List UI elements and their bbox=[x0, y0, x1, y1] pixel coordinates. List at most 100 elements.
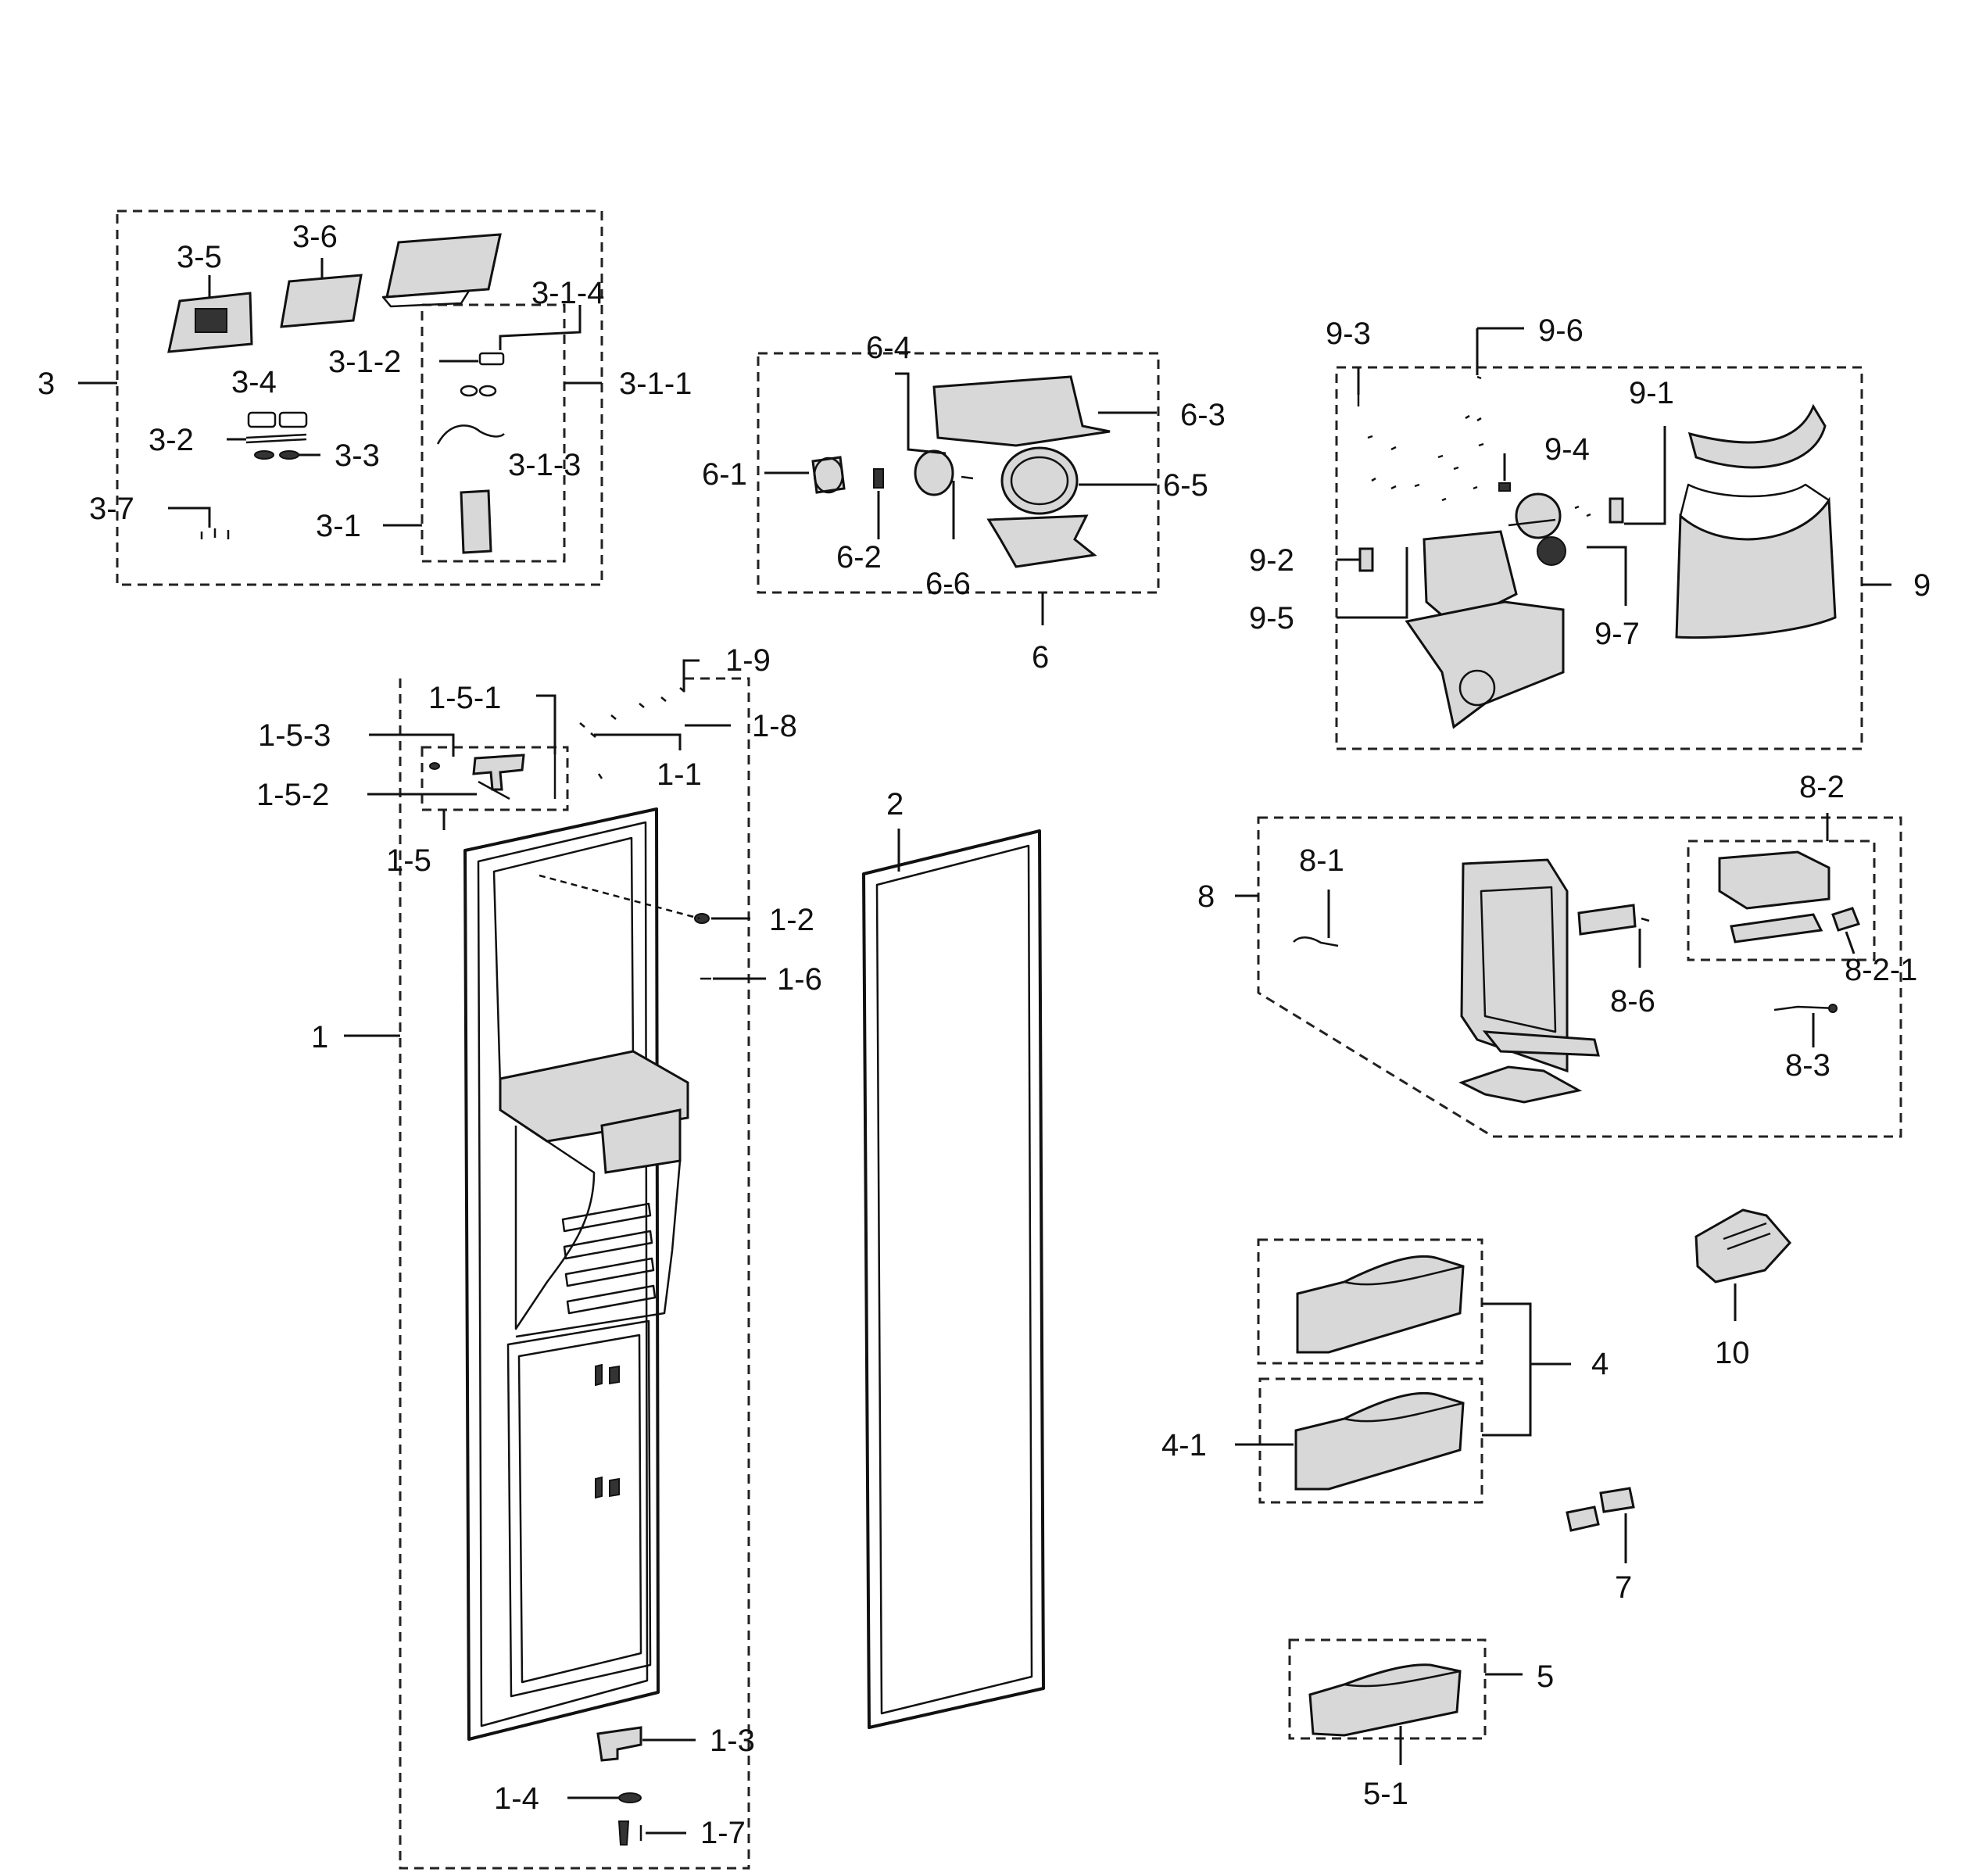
part-3-4-a bbox=[247, 411, 277, 428]
callout-2: 2 bbox=[886, 787, 904, 822]
part-1-lower-inner bbox=[517, 1334, 642, 1684]
part-8-2-rail bbox=[1730, 913, 1823, 943]
group-3-box bbox=[116, 209, 603, 586]
part-1-5-3-hinge bbox=[472, 754, 525, 791]
callout-5: 5 bbox=[1537, 1659, 1554, 1694]
callout-9-5: 9-5 bbox=[1249, 601, 1294, 635]
part-9-1-clip bbox=[1609, 497, 1624, 524]
callout-6-6: 6-6 bbox=[925, 567, 971, 601]
group-8-assembly: 8-2 8-1 8 8-2-1 8-6 8-3 bbox=[1197, 770, 1917, 1138]
callout-1-5-2: 1-5-2 bbox=[256, 778, 329, 812]
part-3-2 bbox=[245, 433, 307, 439]
leader-4-bracket bbox=[1482, 1302, 1571, 1437]
part-5-1-bin-rim bbox=[1344, 1670, 1461, 1688]
leader-1-5-1 bbox=[536, 694, 556, 754]
part-1-door-liner-inner bbox=[477, 821, 649, 1727]
part-1-7-screw bbox=[617, 1821, 630, 1846]
part-7-group: 7 bbox=[1566, 1487, 1635, 1605]
part-3-2b bbox=[245, 438, 307, 444]
group-6-box bbox=[757, 352, 1160, 594]
callout-4: 4 bbox=[1591, 1347, 1609, 1381]
part-8-3-wire bbox=[1773, 1005, 1838, 1011]
leader-9-7 bbox=[1587, 546, 1627, 606]
leader-3-1-4 bbox=[499, 305, 582, 350]
part-8-2-module bbox=[1718, 850, 1830, 910]
part-1-vents bbox=[561, 1202, 657, 1315]
callout-3-5: 3-5 bbox=[177, 240, 222, 274]
leader-9-5 bbox=[1337, 547, 1408, 619]
callout-9-1: 9-1 bbox=[1629, 376, 1674, 410]
callout-8-6: 8-6 bbox=[1610, 984, 1655, 1019]
callout-6: 6 bbox=[1032, 640, 1049, 675]
callout-5-1: 5-1 bbox=[1363, 1777, 1408, 1811]
leader-9-6 bbox=[1476, 327, 1524, 375]
part-8-icemaker-inner bbox=[1480, 886, 1557, 1033]
part-1-dashed-guide bbox=[539, 874, 700, 920]
part-1-3-hinge bbox=[596, 1726, 642, 1762]
part-9-4-cap bbox=[1498, 482, 1511, 492]
callout-1-5-3: 1-5-3 bbox=[258, 718, 331, 753]
part-6-2-connector bbox=[873, 468, 884, 489]
part-1-5-2-rod bbox=[478, 780, 510, 800]
part-5-1-bin bbox=[1308, 1663, 1462, 1737]
part-1-door-liner-outer bbox=[463, 807, 660, 1741]
callout-8-2: 8-2 bbox=[1799, 770, 1845, 804]
part-1-screws bbox=[579, 687, 685, 779]
part-1-4-washer bbox=[618, 1792, 642, 1803]
part-3-1-bushing-a bbox=[460, 385, 478, 397]
callout-1-1: 1-1 bbox=[657, 757, 702, 792]
part-6-1-face bbox=[813, 456, 844, 494]
callout-1-5-1: 1-5-1 bbox=[428, 681, 501, 715]
group-4-top-box bbox=[1257, 1238, 1483, 1365]
part-1-upper-recess bbox=[492, 836, 635, 1088]
part-2-gasket-group: 2 bbox=[862, 787, 1045, 1729]
part-3-1-2 bbox=[478, 352, 505, 366]
callout-3-2: 3-2 bbox=[149, 423, 194, 457]
part-8-2-1-chip bbox=[1831, 907, 1860, 932]
part-1-dispenser-body bbox=[514, 1126, 596, 1330]
callout-1-7: 1-7 bbox=[700, 1816, 746, 1850]
part-7-cap-a bbox=[1566, 1505, 1600, 1532]
group-8-box bbox=[1257, 816, 1902, 1138]
callout-3-1: 3-1 bbox=[316, 509, 361, 543]
callout-9-2: 9-2 bbox=[1249, 543, 1294, 578]
callout-1-5: 1-5 bbox=[386, 843, 431, 878]
leader-6-4 bbox=[895, 372, 947, 455]
leader-3-7 bbox=[168, 507, 211, 528]
callout-1-2: 1-2 bbox=[769, 903, 814, 937]
callout-6-1: 6-1 bbox=[702, 457, 747, 492]
part-1-clips bbox=[595, 1363, 620, 1499]
callout-3-1-3: 3-1-3 bbox=[508, 448, 581, 482]
group-3-1-1-box bbox=[420, 303, 566, 563]
group-1-5-box bbox=[420, 746, 569, 811]
callout-3: 3 bbox=[38, 367, 55, 401]
part-10-slots bbox=[1723, 1222, 1771, 1251]
callout-1-4: 1-4 bbox=[494, 1781, 539, 1816]
callout-9-7: 9-7 bbox=[1594, 617, 1640, 651]
callout-9-6: 9-6 bbox=[1538, 313, 1584, 348]
part-1-lower-recess bbox=[506, 1319, 652, 1698]
part-1-5-bolt bbox=[429, 762, 440, 770]
part-6-base bbox=[986, 514, 1097, 568]
part-9-cover-lid bbox=[1687, 403, 1827, 469]
part-3-3-b bbox=[279, 450, 299, 460]
part-4-1-bin-lower bbox=[1294, 1391, 1465, 1491]
part-9-2-clip bbox=[1358, 547, 1374, 572]
callout-3-3: 3-3 bbox=[335, 439, 380, 473]
group-4-bottom-box bbox=[1258, 1377, 1483, 1504]
callout-8: 8 bbox=[1197, 879, 1215, 914]
part-3-1-module bbox=[460, 489, 492, 554]
callout-3-4: 3-4 bbox=[231, 365, 277, 399]
part-3-5-detail bbox=[195, 308, 227, 333]
callout-1-9: 1-9 bbox=[725, 643, 771, 678]
part-9-cover-edge bbox=[1679, 483, 1830, 517]
part-9-shaft bbox=[1508, 518, 1556, 527]
part-9-gear-small bbox=[1537, 536, 1566, 566]
callout-1-8: 1-8 bbox=[752, 709, 797, 743]
leader-8-2-1 bbox=[1845, 931, 1856, 954]
part-3-top-cover-base bbox=[381, 289, 471, 308]
part-6-5-inner bbox=[1010, 456, 1069, 506]
group-9-assembly: 9-3 9-6 9-1 9-4 9-2 9 9-5 9-7 bbox=[1249, 313, 1931, 750]
callout-8-1: 8-1 bbox=[1299, 843, 1344, 878]
part-2-gasket-inner bbox=[875, 844, 1033, 1715]
